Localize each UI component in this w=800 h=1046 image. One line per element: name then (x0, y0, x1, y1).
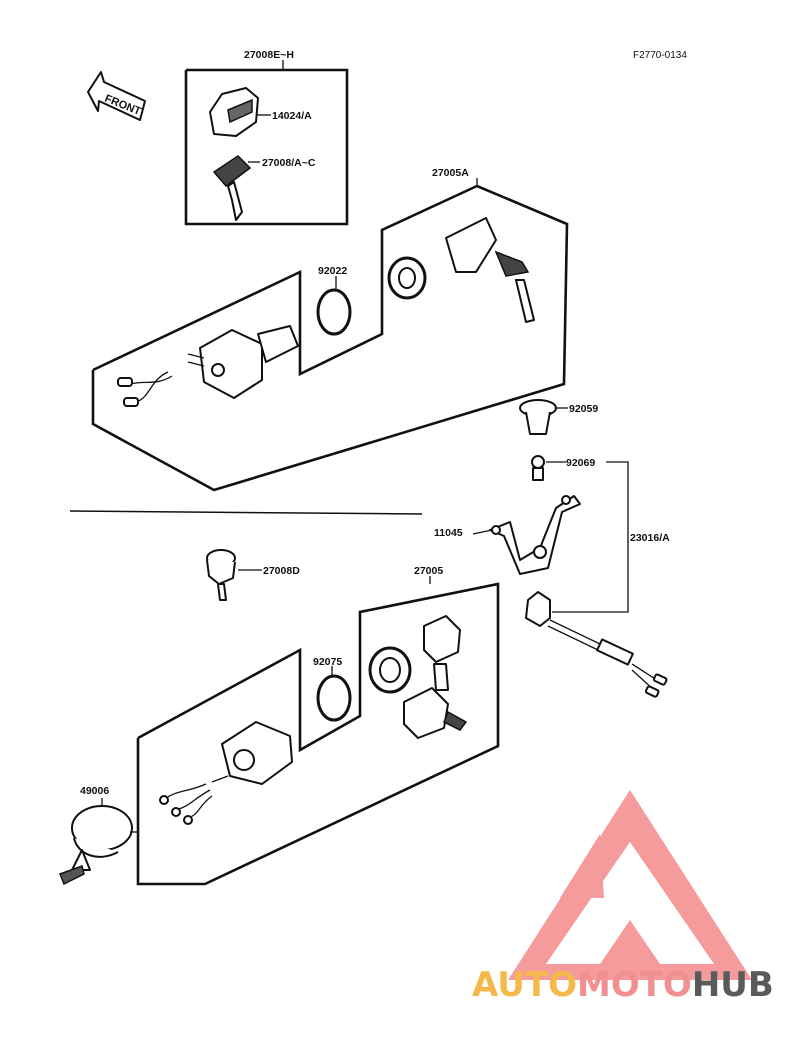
label-bracket: 11045 (434, 527, 463, 539)
label-washer-b: 92075 (313, 656, 342, 668)
front-arrow-icon: FRONT (87, 71, 146, 121)
key-part-ac (212, 155, 252, 221)
switch-a-frame (91, 184, 569, 492)
watermark-moto: MOTO (577, 965, 692, 1005)
label-knob: 14024/A (272, 110, 312, 122)
label-socket: 23016/A (630, 532, 670, 544)
cap-part (519, 399, 557, 435)
bracket-part (489, 495, 581, 575)
label-switch-b: 27005 (414, 565, 443, 577)
svg-text:AUTOMOTOHUB: AUTOMOTOHUB (472, 965, 774, 1005)
lock-cylinder-b (403, 615, 468, 739)
figure-code: F2770-0134 (633, 50, 687, 61)
automotohub-watermark: AUTOMOTOHUB (472, 790, 774, 1005)
label-buzzer: 49006 (80, 785, 109, 797)
ignition-switch-a (117, 325, 299, 407)
label-key-set-eh: 27008E~H (244, 49, 294, 61)
watermark-auto: AUTO (472, 965, 577, 1005)
bulb-part (531, 455, 545, 481)
section-divider (69, 510, 423, 515)
label-washer-a: 92022 (318, 265, 347, 277)
key-part-d (206, 549, 236, 601)
buzzer-part (59, 805, 138, 886)
label-key-ac: 27008/A~C (262, 157, 316, 169)
watermark-hub: HUB (692, 965, 774, 1005)
label-bulb: 92069 (566, 457, 595, 469)
watermark-logo-icon (508, 790, 752, 980)
nut-b (368, 646, 412, 694)
ignition-switch-b (159, 721, 293, 825)
nut-a (387, 256, 427, 300)
washer-a (316, 288, 352, 336)
washer-b (316, 674, 352, 722)
knob-part (209, 87, 259, 137)
socket-part (525, 591, 668, 698)
lock-cylinder-a (445, 217, 535, 323)
label-key-d: 27008D (263, 565, 300, 577)
label-switch-a: 27005A (432, 167, 469, 179)
key-box-frame (184, 68, 349, 226)
label-cap: 92059 (569, 403, 598, 415)
switch-b-frame (136, 582, 500, 886)
